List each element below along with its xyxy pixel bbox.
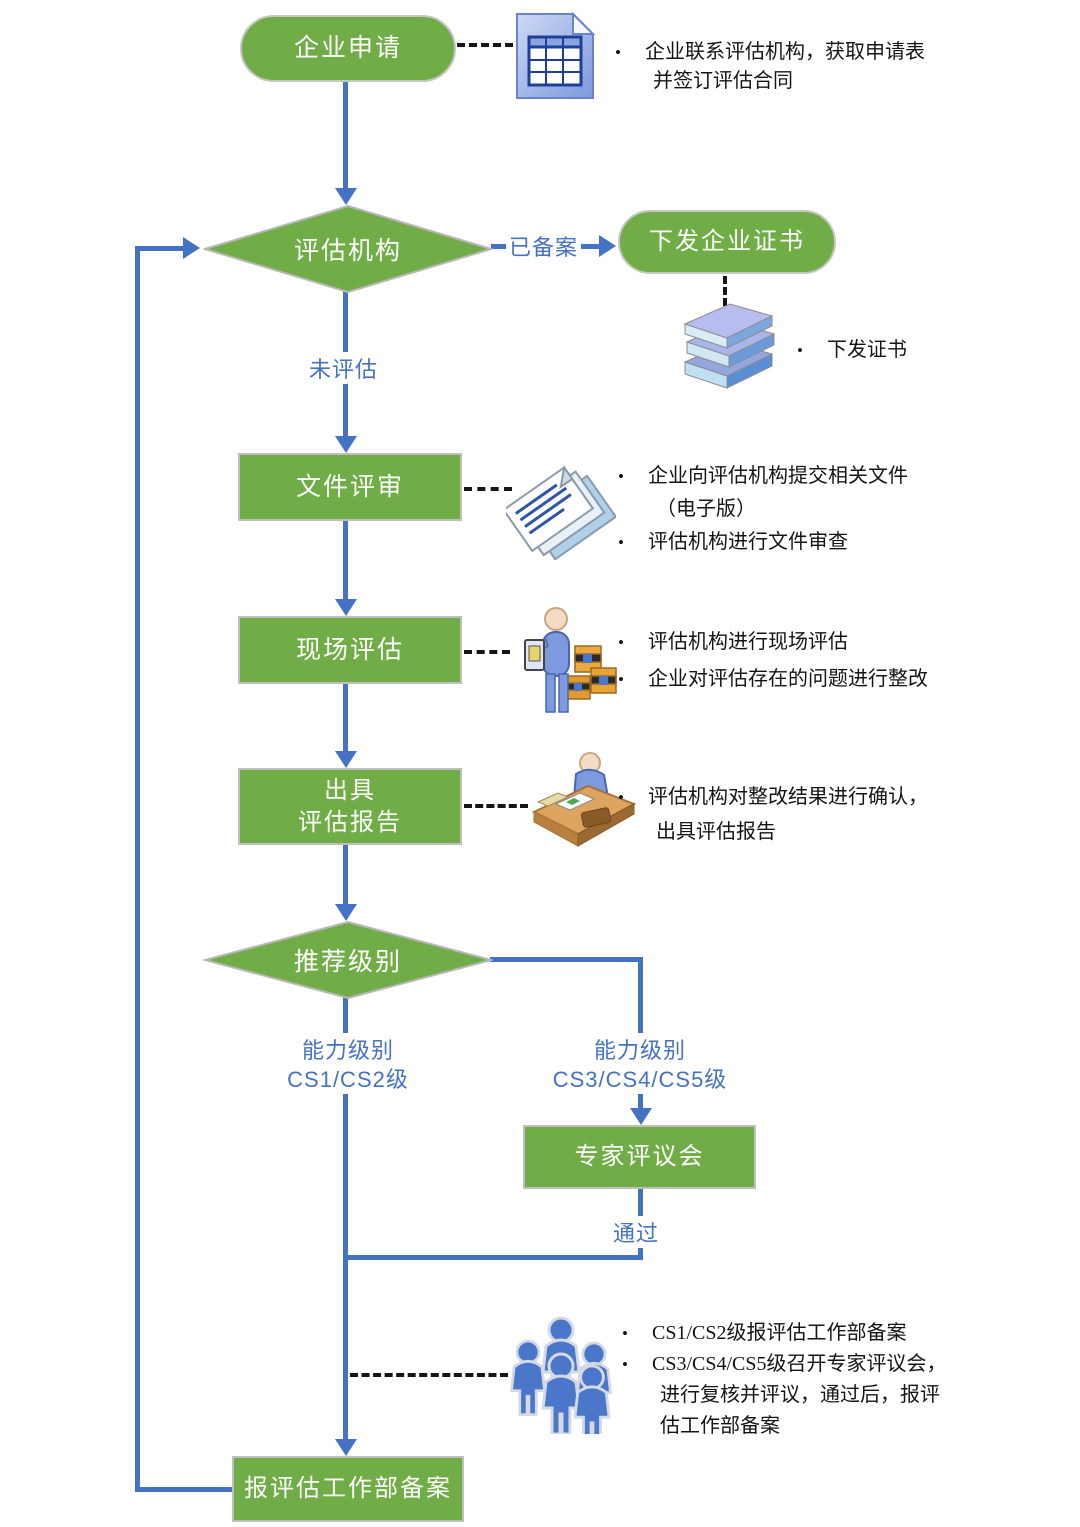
node-agency-decision bbox=[203, 205, 493, 293]
note-document-review-line1: 企业向评估机构提交相关文件 bbox=[648, 465, 908, 487]
node-level-decision bbox=[203, 921, 493, 999]
edge-label-not-assessed: 未评估 bbox=[306, 352, 382, 384]
bullet-icon: • bbox=[618, 467, 624, 486]
connector-loopback-top bbox=[138, 246, 188, 251]
node-level-decision-label: 推荐级别 bbox=[293, 948, 402, 976]
node-issue-certificate-label: 下发企业证书 bbox=[649, 228, 805, 256]
node-document-review-label: 文件评审 bbox=[295, 472, 404, 501]
connector-into-expert-panel bbox=[638, 1094, 643, 1110]
note-application: • 企业联系评估机构，获取申请表 并签订评估合同 bbox=[615, 38, 925, 96]
node-filing: 报评估工作部备案 bbox=[232, 1456, 464, 1522]
report-desk-icon bbox=[531, 752, 637, 847]
spreadsheet-document-icon bbox=[516, 12, 596, 99]
connector-level-right-vertical bbox=[638, 957, 643, 1033]
connector-level-left-b bbox=[343, 1094, 348, 1441]
books-stack-icon bbox=[683, 303, 776, 389]
node-onsite-assessment: 现场评估 bbox=[238, 616, 462, 684]
edge-label-level-low-line1: 能力级别 bbox=[301, 1038, 394, 1063]
node-filing-label: 报评估工作部备案 bbox=[244, 1475, 452, 1503]
connector-pass-join bbox=[343, 1255, 643, 1260]
note-document-review-line3: 评估机构进行文件审查 bbox=[648, 531, 848, 553]
connector-onsite-to-report bbox=[343, 684, 348, 753]
dashed-start-to-icon bbox=[457, 43, 513, 47]
edge-label-registered: 已备案 bbox=[506, 230, 582, 262]
arrowhead-into-expert-panel bbox=[630, 1108, 652, 1125]
note-report-line1: 评估机构对整改结果进行确认， bbox=[648, 786, 928, 808]
arrowhead-into-filing bbox=[335, 1439, 357, 1456]
connector-expert-pass-a bbox=[638, 1189, 643, 1217]
edge-label-pass: 通过 bbox=[610, 1216, 663, 1248]
note-filing-line2: CS3/CS4/CS5级召开专家评议会， bbox=[652, 1353, 947, 1375]
edge-label-level-low-line2: CS1/CS2级 bbox=[287, 1067, 409, 1092]
dashed-onsite-to-icon bbox=[464, 650, 510, 654]
node-issue-report: 出具 评估报告 bbox=[238, 768, 462, 845]
arrowhead-into-document-review bbox=[335, 436, 357, 453]
edge-label-level-high: 能力级别 CS3/CS4/CS5级 bbox=[545, 1036, 735, 1094]
note-onsite-line1: 评估机构进行现场评估 bbox=[648, 631, 848, 653]
note-filing-line4: 估工作部备案 bbox=[660, 1415, 780, 1437]
bullet-icon: • bbox=[618, 633, 624, 652]
bullet-icon: • bbox=[618, 670, 624, 689]
note-certificate: • 下发证书 bbox=[797, 336, 907, 365]
connector-loopback-vertical bbox=[135, 246, 140, 1492]
edge-label-level-high-line1: 能力级别 bbox=[593, 1038, 686, 1063]
connector-level-left-a bbox=[343, 997, 348, 1033]
note-filing-line3: 进行复核并评议，通过后，报评 bbox=[660, 1384, 940, 1406]
node-start-label: 企业申请 bbox=[293, 34, 402, 63]
arrowhead-into-report bbox=[335, 751, 357, 768]
note-application-line2: 并签订评估合同 bbox=[653, 70, 793, 92]
dashed-report-to-icon bbox=[464, 804, 528, 808]
arrowhead-start-to-agency bbox=[335, 188, 357, 205]
connector-loopback-bottom bbox=[135, 1487, 234, 1492]
node-expert-panel-label: 专家评议会 bbox=[574, 1143, 705, 1171]
connector-report-to-level bbox=[343, 845, 348, 906]
dashed-filing-to-icon bbox=[350, 1373, 508, 1377]
note-certificate-line1: 下发证书 bbox=[827, 339, 907, 361]
note-report-line2: 出具评估报告 bbox=[656, 821, 776, 843]
node-document-review: 文件评审 bbox=[238, 453, 462, 521]
bullet-icon: • bbox=[615, 43, 621, 62]
bullet-icon: • bbox=[618, 533, 624, 552]
assessor-with-boxes-icon bbox=[524, 607, 617, 713]
connector-start-to-agency bbox=[343, 82, 348, 190]
node-issue-report-line1: 出具 bbox=[324, 777, 376, 805]
note-onsite: • 评估机构进行现场评估 • 企业对评估存在的问题进行整改 bbox=[618, 624, 928, 698]
node-expert-panel: 专家评议会 bbox=[523, 1125, 756, 1189]
bullet-icon: • bbox=[797, 341, 803, 360]
edge-label-level-high-line2: CS3/CS4/CS5级 bbox=[552, 1067, 728, 1092]
edge-label-level-low: 能力级别 CS1/CS2级 bbox=[253, 1036, 443, 1094]
connector-expert-pass-b bbox=[638, 1242, 643, 1260]
bullet-icon: • bbox=[622, 1355, 628, 1374]
connector-agency-down-a bbox=[343, 291, 348, 353]
note-filing-line1: CS1/CS2级报评估工作部备案 bbox=[652, 1322, 907, 1344]
note-document-review-line2: （电子版） bbox=[656, 498, 756, 520]
arrowhead-into-onsite bbox=[335, 599, 357, 616]
note-onsite-line2: 企业对评估存在的问题进行整改 bbox=[648, 668, 928, 690]
note-application-line1: 企业联系评估机构，获取申请表 bbox=[645, 41, 925, 63]
arrowhead-agency-to-certificate bbox=[599, 235, 616, 257]
note-filing: • CS1/CS2级报评估工作部备案 • CS3/CS4/CS5级召开专家评议会… bbox=[622, 1318, 947, 1442]
arrowhead-into-level-decision bbox=[335, 904, 357, 921]
node-onsite-assessment-label: 现场评估 bbox=[295, 635, 404, 664]
connector-level-right-horizontal bbox=[490, 957, 643, 962]
dashed-certificate-to-icon bbox=[723, 276, 727, 306]
node-start: 企业申请 bbox=[240, 15, 456, 82]
arrowhead-loopback-into-agency bbox=[183, 237, 200, 259]
connector-docreview-to-onsite bbox=[343, 521, 348, 601]
dashed-docreview-to-icon bbox=[464, 487, 512, 491]
note-document-review: • 企业向评估机构提交相关文件 （电子版） • 评估机构进行文件审查 bbox=[618, 460, 908, 559]
note-report: • 评估机构对整改结果进行确认， 出具评估报告 bbox=[618, 780, 928, 849]
bullet-icon: • bbox=[618, 788, 624, 807]
people-group-icon bbox=[510, 1316, 612, 1434]
bullet-icon: • bbox=[622, 1324, 628, 1343]
connector-agency-down-b bbox=[343, 380, 348, 438]
papers-stack-icon bbox=[506, 464, 616, 560]
node-issue-report-line2: 评估报告 bbox=[298, 808, 402, 836]
node-agency-decision-label: 评估机构 bbox=[293, 237, 402, 265]
node-issue-certificate: 下发企业证书 bbox=[618, 210, 836, 274]
